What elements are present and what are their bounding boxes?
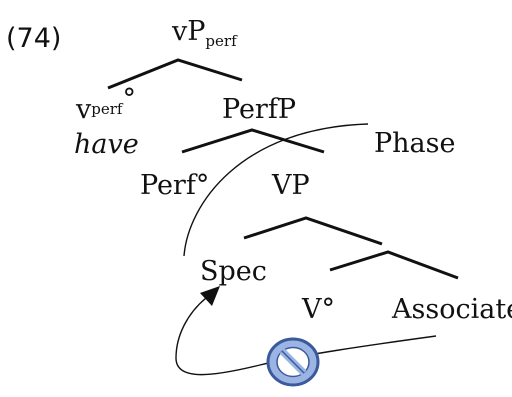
branch-perfp [181,128,325,154]
node-perfp: PerfP [222,94,296,125]
example-number: (74) [6,23,61,54]
node-v-perf: vperf° [75,84,136,125]
prohibition-icon [266,337,320,387]
node-v-head: V° [301,294,335,325]
node-vp: VP [271,170,310,201]
branch-vp-perf [107,58,243,90]
node-associate: Associate [391,294,512,325]
branch-vbar [329,250,459,280]
node-have: have [74,129,139,160]
arrowhead-icon [200,286,220,306]
node-perf-head: Perf° [140,170,209,201]
movement-arrow [175,297,437,376]
phase-label: Phase [374,128,456,159]
node-vp-perf: vPperf [171,16,238,50]
branch-vp [243,216,383,246]
phase-boundary-curve [183,123,369,257]
node-spec: Spec [200,256,267,287]
